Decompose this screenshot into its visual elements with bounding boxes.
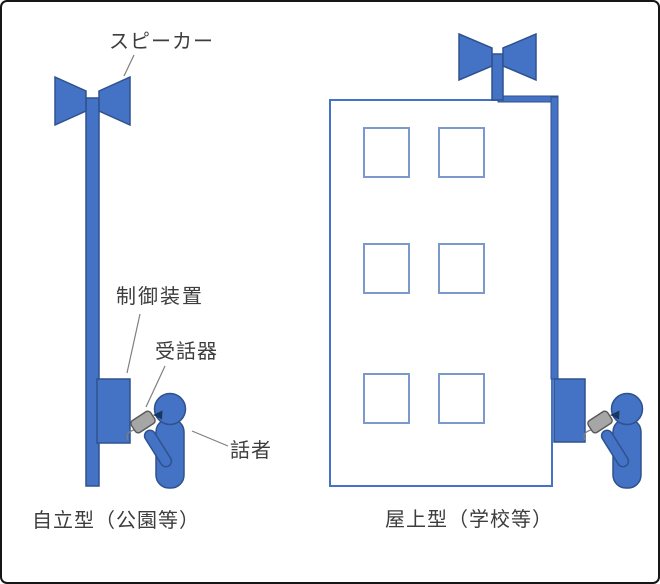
rooftop-speaker-horn-left-icon <box>458 32 493 82</box>
leader-line-handset <box>145 365 166 408</box>
rooftop-speaker-pole <box>491 53 504 101</box>
building-window <box>438 243 485 294</box>
building-window <box>363 127 410 178</box>
label-speaker: スピーカー <box>109 31 214 53</box>
right-talker <box>583 392 644 489</box>
building-window <box>363 243 410 294</box>
leader-line-speaker <box>123 54 135 77</box>
conduit-horizontal <box>497 95 559 103</box>
conduit-vertical <box>550 96 559 380</box>
label-talker: 話者 <box>230 440 272 462</box>
building-window <box>438 373 485 424</box>
label-handset: 受話器 <box>155 341 218 363</box>
right-control-box <box>553 378 586 443</box>
standalone-unit <box>54 75 187 489</box>
rooftop-unit <box>329 32 644 489</box>
left-talker <box>126 392 187 489</box>
label-control-device: 制御装置 <box>116 286 204 308</box>
rooftop-speaker-horn-right-icon <box>502 32 537 82</box>
left-control-box <box>96 378 131 444</box>
caption-rooftop-type: 屋上型（学校等） <box>385 509 553 531</box>
building-window <box>438 127 485 178</box>
pole-speaker-horn-left-icon <box>54 75 87 127</box>
caption-standalone-type: 自立型（公園等） <box>32 510 200 532</box>
building-window <box>363 373 410 424</box>
pole-speaker-horn-right-icon <box>98 75 131 127</box>
leader-line-control-device <box>126 313 141 374</box>
speaker-pole <box>85 97 100 487</box>
leader-line-talker <box>191 430 229 447</box>
